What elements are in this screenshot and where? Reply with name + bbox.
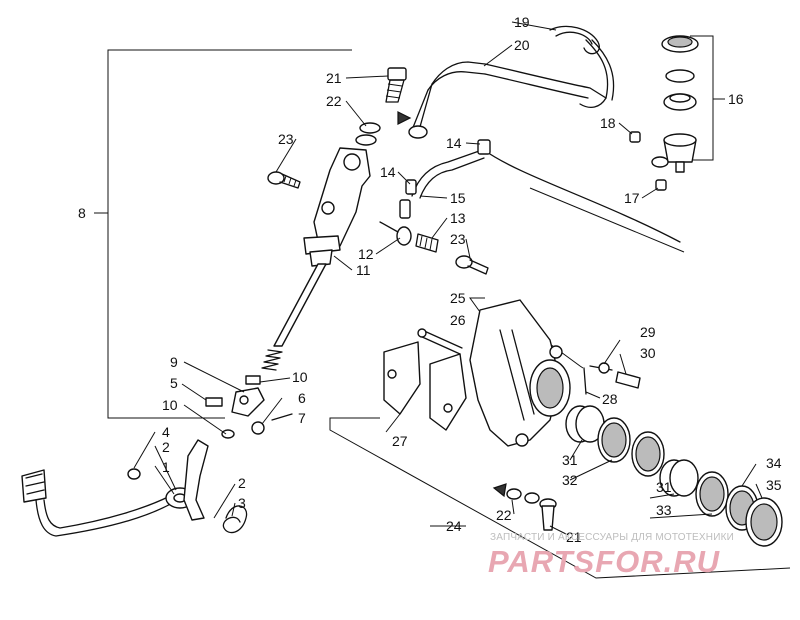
- callout-10-left: 10: [162, 397, 178, 413]
- callout-21-upper: 21: [326, 70, 342, 86]
- reservoir-16: [629, 35, 699, 191]
- brake-hose-15: [411, 139, 685, 253]
- callout-35: 35: [766, 477, 782, 493]
- callout-28: 28: [602, 391, 618, 407]
- piston-31b: [659, 459, 699, 497]
- clamp-19: [549, 25, 600, 55]
- seal-34-35: [725, 485, 783, 547]
- banjo-bolt-14: [399, 179, 417, 219]
- seal-32: [597, 417, 665, 477]
- callout-17: 17: [624, 190, 640, 206]
- callout-1: 1: [162, 459, 170, 475]
- bracket-16: [690, 35, 725, 161]
- callout-16: 16: [728, 91, 744, 107]
- screw-23-upper: [267, 171, 301, 189]
- bolt-21-lower: [539, 498, 557, 531]
- callout-6: 6: [298, 390, 306, 406]
- callout-2-lower: 2: [238, 475, 246, 491]
- callout-15: 15: [450, 190, 466, 206]
- caliper-25: [469, 299, 571, 447]
- callout-2-upper: 2: [162, 439, 170, 455]
- watermark-tagline: ЗАПЧАСТИ И АКСЕССУАРЫ ДЛЯ МОТОТЕХНИКИ: [490, 532, 734, 543]
- pedal-arm: [183, 429, 235, 521]
- pin-5: [205, 397, 223, 407]
- brake-pedal-1: [21, 469, 195, 537]
- pushrod: [273, 263, 327, 347]
- callout-7: 7: [298, 410, 306, 426]
- watermark-logo: PARTSFOR.RU: [488, 544, 721, 579]
- callout-34: 34: [766, 455, 782, 471]
- master-cylinder-11: [303, 147, 371, 267]
- callout-21-lower: 21: [566, 529, 582, 545]
- washer-22-lower: [492, 483, 540, 504]
- callout-31-upper: 31: [562, 452, 578, 468]
- bracket-24: [329, 417, 791, 579]
- callout-13: 13: [450, 210, 466, 226]
- washer-12: [379, 221, 412, 246]
- seal-33: [695, 471, 729, 517]
- callout-23-lower: 23: [450, 231, 466, 247]
- callout-29: 29: [640, 324, 656, 340]
- callout-3: 3: [238, 495, 246, 511]
- callout-9: 9: [170, 354, 178, 370]
- callout-11: 11: [356, 262, 371, 278]
- callout-22-upper: 22: [326, 93, 342, 109]
- spring: [261, 349, 283, 371]
- callout-33: 33: [656, 502, 672, 518]
- callout-25: 25: [450, 290, 466, 306]
- callout-labels: 1 2 2 3 4 5 6 7 8 9 10 10 11 12 13 14 14…: [78, 14, 782, 545]
- callout-4: 4: [162, 424, 170, 440]
- callout-14-lower: 14: [380, 164, 396, 180]
- spring-3: [222, 505, 248, 534]
- cotter-7: [271, 413, 293, 421]
- callout-23-upper: 23: [278, 131, 294, 147]
- callout-14-upper: 14: [446, 135, 462, 151]
- callout-31-lower: 31: [656, 479, 672, 495]
- callout-22-lower: 22: [496, 507, 512, 523]
- callout-8: 8: [78, 205, 86, 221]
- callout-32: 32: [562, 472, 578, 488]
- watermark: ЗАПЧАСТИ И АКСЕССУАРЫ ДЛЯ МОТОТЕХНИКИ PA…: [488, 532, 734, 579]
- washer-22-upper: [355, 111, 412, 146]
- pin-26: [417, 328, 463, 355]
- callout-5: 5: [170, 375, 178, 391]
- callout-27: 27: [392, 433, 408, 449]
- callout-10-right: 10: [292, 369, 308, 385]
- bleeder-29-30: [589, 362, 641, 389]
- cotter-6: [251, 421, 265, 435]
- clevis-9: [231, 375, 265, 417]
- callout-20: 20: [514, 37, 530, 53]
- brake-pad-27: [383, 341, 467, 431]
- bracket-8: [94, 49, 352, 419]
- callout-30: 30: [640, 345, 656, 361]
- callout-12: 12: [358, 246, 374, 262]
- screw-23-lower: [455, 255, 489, 275]
- callout-18: 18: [600, 115, 616, 131]
- brake-hose-20: [408, 39, 615, 139]
- washer-4: [127, 468, 141, 480]
- bolt-21-upper: [385, 67, 407, 103]
- callout-24: 24: [446, 518, 462, 534]
- leader-lines: [133, 21, 763, 535]
- pin-28: [583, 367, 587, 395]
- bolt-13: [415, 233, 439, 253]
- callout-19: 19: [514, 14, 530, 30]
- callout-26: 26: [450, 312, 466, 328]
